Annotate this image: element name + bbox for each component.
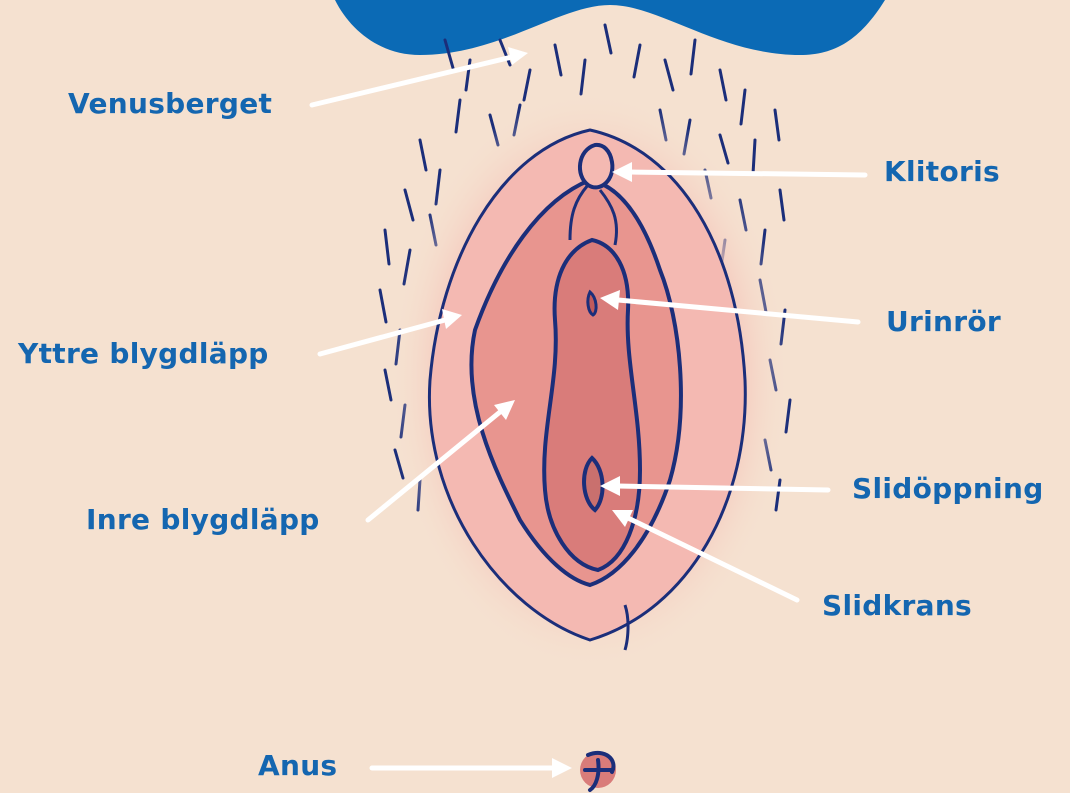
label-urinror: Urinrör <box>886 308 1001 336</box>
arrowhead-anus <box>552 758 572 778</box>
label-yttre-blygdlapp: Yttre blygdläpp <box>18 340 269 368</box>
arrow-venusberget <box>312 57 512 105</box>
clitoris-shape <box>580 145 612 188</box>
label-slidoppning: Slidöppning <box>852 475 1044 503</box>
label-anus: Anus <box>258 752 337 780</box>
label-slidkrans: Slidkrans <box>822 592 972 620</box>
label-venusberget: Venusberget <box>68 90 272 118</box>
label-inre-blygdlapp: Inre blygdläpp <box>86 506 320 534</box>
vaginal-opening-shape <box>584 458 603 510</box>
arrowhead-venusberget <box>508 47 528 65</box>
label-klitoris: Klitoris <box>884 158 1000 186</box>
arrow-klitoris <box>630 172 865 175</box>
